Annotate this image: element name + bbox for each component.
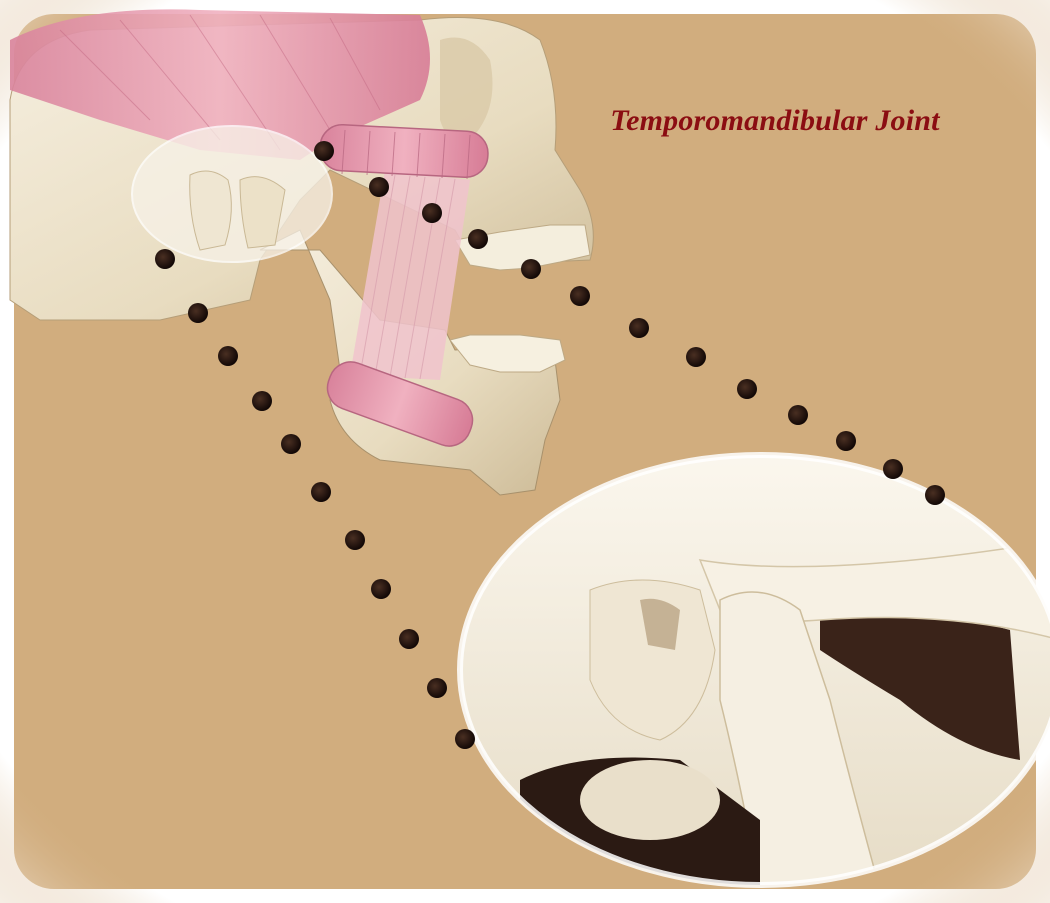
figure-title: Temporomandibular Joint — [540, 104, 1010, 138]
condyle — [190, 171, 232, 250]
joint-highlight — [132, 126, 332, 262]
